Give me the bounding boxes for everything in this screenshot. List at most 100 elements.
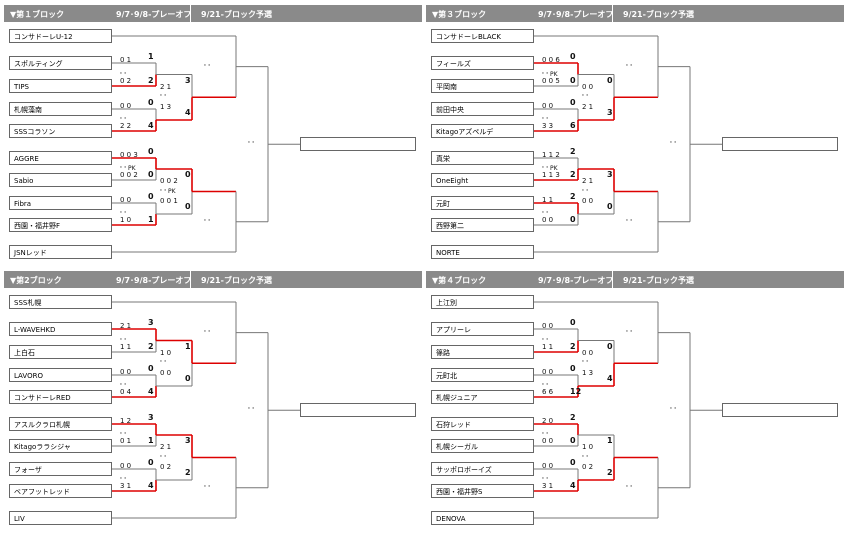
match-total-b: 0 [148, 170, 154, 179]
semi-total-a: 0 [607, 341, 613, 351]
match-score-a: 0 0 [542, 322, 554, 330]
score-separator: ' ' [542, 70, 549, 79]
semi-score-a: 0 0 2 [160, 177, 178, 185]
match-total-a: 0 [570, 98, 576, 107]
score-separator: ' ' [542, 431, 549, 439]
semi-score-a: 1 0 [160, 348, 172, 357]
match-score-b: 6 6 [542, 388, 554, 396]
match-score-b: 1 1 [542, 343, 554, 351]
team-box: LIV [9, 511, 112, 525]
match-total-b: 0 [570, 76, 576, 85]
pk-label: PK [168, 187, 176, 195]
semi-total-a: 0 [607, 75, 613, 85]
team-box: フィールズ [431, 56, 534, 70]
round-score-top: ' ' [626, 328, 633, 337]
block-title: ▼第３ブロック [432, 10, 487, 19]
semi-score-b: 0 2 [160, 463, 172, 471]
block-title: ▼第４ブロック [432, 276, 487, 285]
team-box: 西園・福井野F [9, 218, 112, 232]
team-box: コンサドーレBLACK [431, 29, 534, 43]
final-score: ' ' [670, 406, 677, 415]
team-box: 石狩レッド [431, 417, 534, 431]
team-box: SSS札幌 [9, 295, 112, 309]
pk-label: PK [128, 165, 136, 172]
match-total-a: 0 [148, 147, 154, 156]
score-separator: ' ' [542, 165, 549, 173]
match-score-a: 0 0 3 [120, 151, 138, 159]
match-score-a: 0 0 6 [542, 56, 560, 64]
semi-score-b: 1 3 [160, 103, 172, 111]
score-separator: ' ' [542, 476, 549, 484]
team-box: 篠路 [431, 345, 534, 359]
score-separator: ' ' [120, 476, 127, 484]
score-separator: ' ' [120, 336, 127, 345]
semi-total-b: 0 [185, 374, 191, 383]
winner-box [300, 137, 416, 152]
round-score-bottom: ' ' [204, 483, 211, 492]
match-score-a: 0 0 [120, 102, 132, 110]
match-score-b: 0 0 [542, 216, 554, 224]
header-divider [612, 271, 613, 288]
team-box: 前田中央 [431, 102, 534, 116]
final-score: ' ' [248, 406, 255, 415]
block-title: ▼第１ブロック [10, 10, 65, 19]
match-total-a: 0 [570, 458, 576, 467]
match-total-a: 3 [148, 413, 154, 422]
team-box: SSSコラソン [9, 124, 112, 138]
team-box: 札幌藻南 [9, 102, 112, 116]
match-total-b: 4 [148, 387, 154, 396]
match-total-b: 0 [570, 436, 576, 445]
team-box: 元町 [431, 196, 534, 210]
bracket-lines [112, 301, 300, 519]
match-score-b: 0 0 [542, 437, 554, 445]
prelim-date: 9/21-ブロック予選 [201, 10, 272, 19]
team-box: 西野第二 [431, 218, 534, 232]
score-separator: ' ' [582, 93, 589, 102]
team-box: Fibra [9, 196, 112, 210]
semi-score-a: 2 1 [582, 177, 594, 185]
semi-total-b: 4 [185, 108, 191, 117]
semi-score-b: 0 0 [582, 197, 594, 205]
prelim-date: 9/21-ブロック予選 [201, 276, 272, 285]
match-score-b: 0 0 5 [542, 77, 560, 85]
winner-box [300, 403, 416, 418]
semi-total-a: 3 [185, 436, 191, 445]
team-box: アスルクラロ札幌 [9, 417, 112, 431]
winner-box [722, 403, 838, 418]
semi-score-b: 0 0 [160, 369, 172, 377]
match-score-b: 3 1 [542, 482, 554, 490]
semi-score-b: 2 1 [582, 103, 594, 111]
match-total-b: 4 [148, 481, 154, 490]
match-score-a: 2 1 [120, 322, 132, 330]
team-box: 西園・福井野S [431, 484, 534, 498]
team-box: コンサドーレRED [9, 390, 112, 404]
match-total-b: 0 [570, 215, 576, 224]
semi-total-b: 0 [607, 202, 613, 211]
team-box: 上白石 [9, 345, 112, 359]
match-total-b: 2 [570, 170, 576, 179]
header-divider [190, 271, 191, 288]
semi-total-a: 1 [607, 436, 613, 445]
round-score-top: ' ' [204, 62, 211, 71]
team-box: スポルティング [9, 56, 112, 70]
match-score-b: 3 1 [120, 482, 132, 490]
playoff-date: 9/7･9/8-プレーオフ [538, 276, 614, 285]
score-separator: ' ' [582, 359, 589, 368]
team-box: ベアフットレッド [9, 484, 112, 498]
playoff-date: 9/7･9/8-プレーオフ [538, 10, 614, 19]
team-box: アプリーレ [431, 322, 534, 336]
match-total-b: 2 [570, 342, 576, 351]
score-separator: ' ' [160, 187, 167, 196]
match-score-a: 1 1 [542, 196, 554, 204]
score-separator: ' ' [160, 93, 167, 102]
match-total-a: 0 [148, 192, 154, 201]
semi-score-a: 1 0 [582, 443, 594, 451]
match-score-a: 2 0 [542, 417, 554, 425]
team-box: Kitagoララシジャ [9, 439, 112, 453]
round-score-bottom: ' ' [204, 217, 211, 226]
match-score-b: 3 3 [542, 122, 554, 130]
match-score-b: 1 1 3 [542, 171, 560, 179]
semi-score-a: 0 0 [582, 348, 594, 357]
